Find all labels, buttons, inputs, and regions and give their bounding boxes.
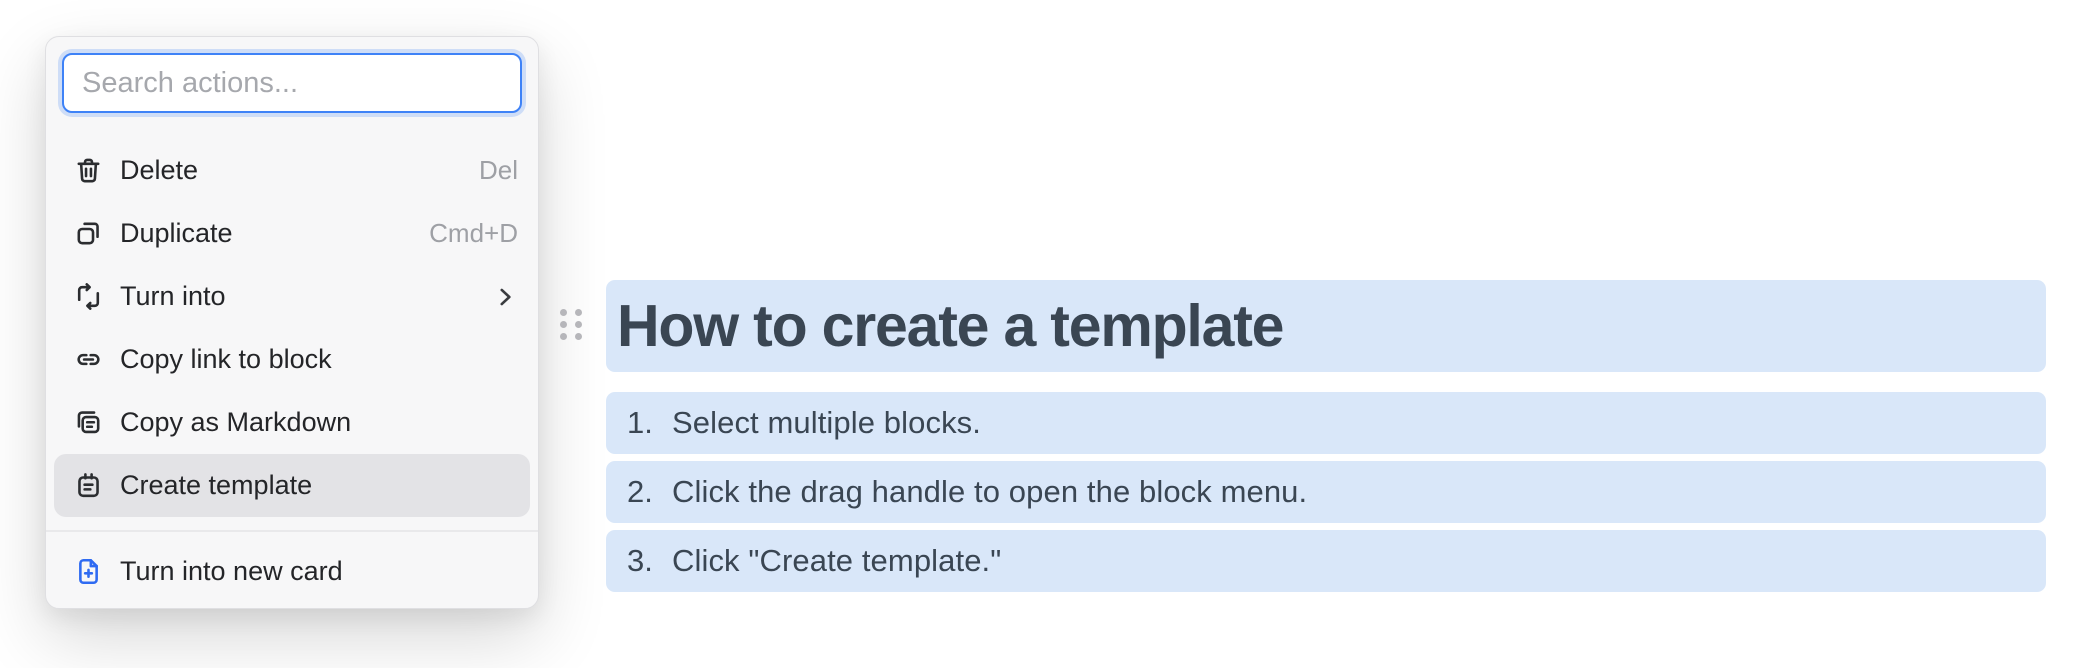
menu-item-label: Turn into new card: [120, 556, 343, 586]
menu-list: Delete Del Duplicate Cmd+D: [46, 139, 538, 603]
menu-item-label: Copy link to block: [120, 344, 332, 374]
block-action-menu: Delete Del Duplicate Cmd+D: [45, 36, 539, 609]
menu-item-duplicate[interactable]: Duplicate Cmd+D: [54, 202, 530, 265]
list-number: 3.: [627, 543, 653, 578]
menu-item-label: Create template: [120, 470, 313, 500]
menu-item-label: Copy as Markdown: [120, 407, 352, 437]
menu-item-create-template[interactable]: Create template: [54, 454, 530, 517]
heading-block[interactable]: How to create a template: [606, 280, 2046, 372]
duplicate-icon: [73, 218, 104, 249]
template-icon: [73, 470, 104, 501]
turn-into-icon: [73, 281, 104, 312]
new-card-icon: [73, 556, 104, 587]
trash-icon: [73, 155, 104, 186]
list-text: Click "Create template.": [672, 543, 1002, 578]
list-item-block[interactable]: 2. Click the drag handle to open the blo…: [606, 461, 2046, 523]
document-blocks: How to create a template 1. Select multi…: [606, 280, 2046, 599]
link-icon: [73, 344, 104, 375]
chevron-right-icon: [492, 284, 518, 310]
copy-markdown-icon: [73, 407, 104, 438]
list-number: 2.: [627, 474, 653, 509]
list-text: Select multiple blocks.: [672, 405, 981, 440]
menu-item-shortcut: Del: [478, 155, 518, 185]
menu-item-turn-into[interactable]: Turn into: [54, 265, 530, 328]
menu-item-label: Turn into: [120, 281, 226, 311]
menu-item-delete[interactable]: Delete Del: [54, 139, 530, 202]
menu-item-label: Delete: [120, 155, 199, 185]
list-item-block[interactable]: 3. Click "Create template.": [606, 530, 2046, 592]
drag-handle[interactable]: [560, 309, 582, 340]
page-title: How to create a template: [617, 292, 1284, 359]
menu-item-shortcut: Cmd+D: [429, 218, 518, 248]
search-actions-input[interactable]: [62, 53, 522, 113]
list-text: Click the drag handle to open the block …: [672, 474, 1308, 509]
list-number: 1.: [627, 405, 653, 440]
menu-separator: [46, 530, 538, 532]
menu-item-label: Duplicate: [120, 218, 233, 248]
list-item-block[interactable]: 1. Select multiple blocks.: [606, 392, 2046, 454]
menu-item-copy-markdown[interactable]: Copy as Markdown: [54, 391, 530, 454]
menu-item-copy-link[interactable]: Copy link to block: [54, 328, 530, 391]
menu-item-turn-into-new-card[interactable]: Turn into new card: [54, 540, 530, 603]
